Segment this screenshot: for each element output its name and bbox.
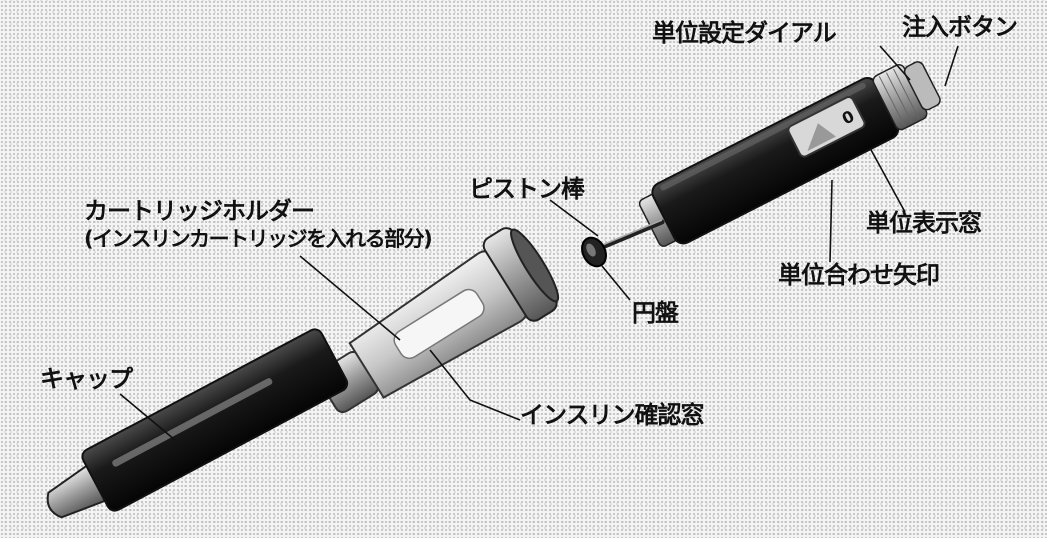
label-piston-rod: ピストン棒 — [469, 175, 585, 203]
pen-body: 0 — [638, 61, 941, 247]
injection-button — [903, 61, 941, 111]
label-unit-setting-dial: 単位設定ダイアル — [652, 19, 837, 47]
label-injection-button: 注入ボタン — [902, 13, 1018, 41]
piston-rod — [597, 219, 665, 251]
insulin-check-window — [393, 288, 485, 360]
label-unit-alignment-arrow: 単位合わせ矢印 — [778, 261, 940, 289]
label-insulin-check-window: インスリン確認窓 — [520, 401, 705, 429]
leader-lines — [119, 45, 959, 441]
label-disc: 円盤 — [632, 299, 679, 327]
label-unit-display-window: 単位表示窓 — [866, 209, 982, 237]
label-cap: キャップ — [40, 365, 133, 393]
label-cartridge-holder-note: (インスリンカートリッジを入れる部分) — [84, 227, 433, 251]
unit-display-window: 0 — [787, 96, 866, 158]
label-cartridge-holder: カートリッジホルダー — [84, 197, 315, 225]
pen-cap — [46, 328, 349, 519]
